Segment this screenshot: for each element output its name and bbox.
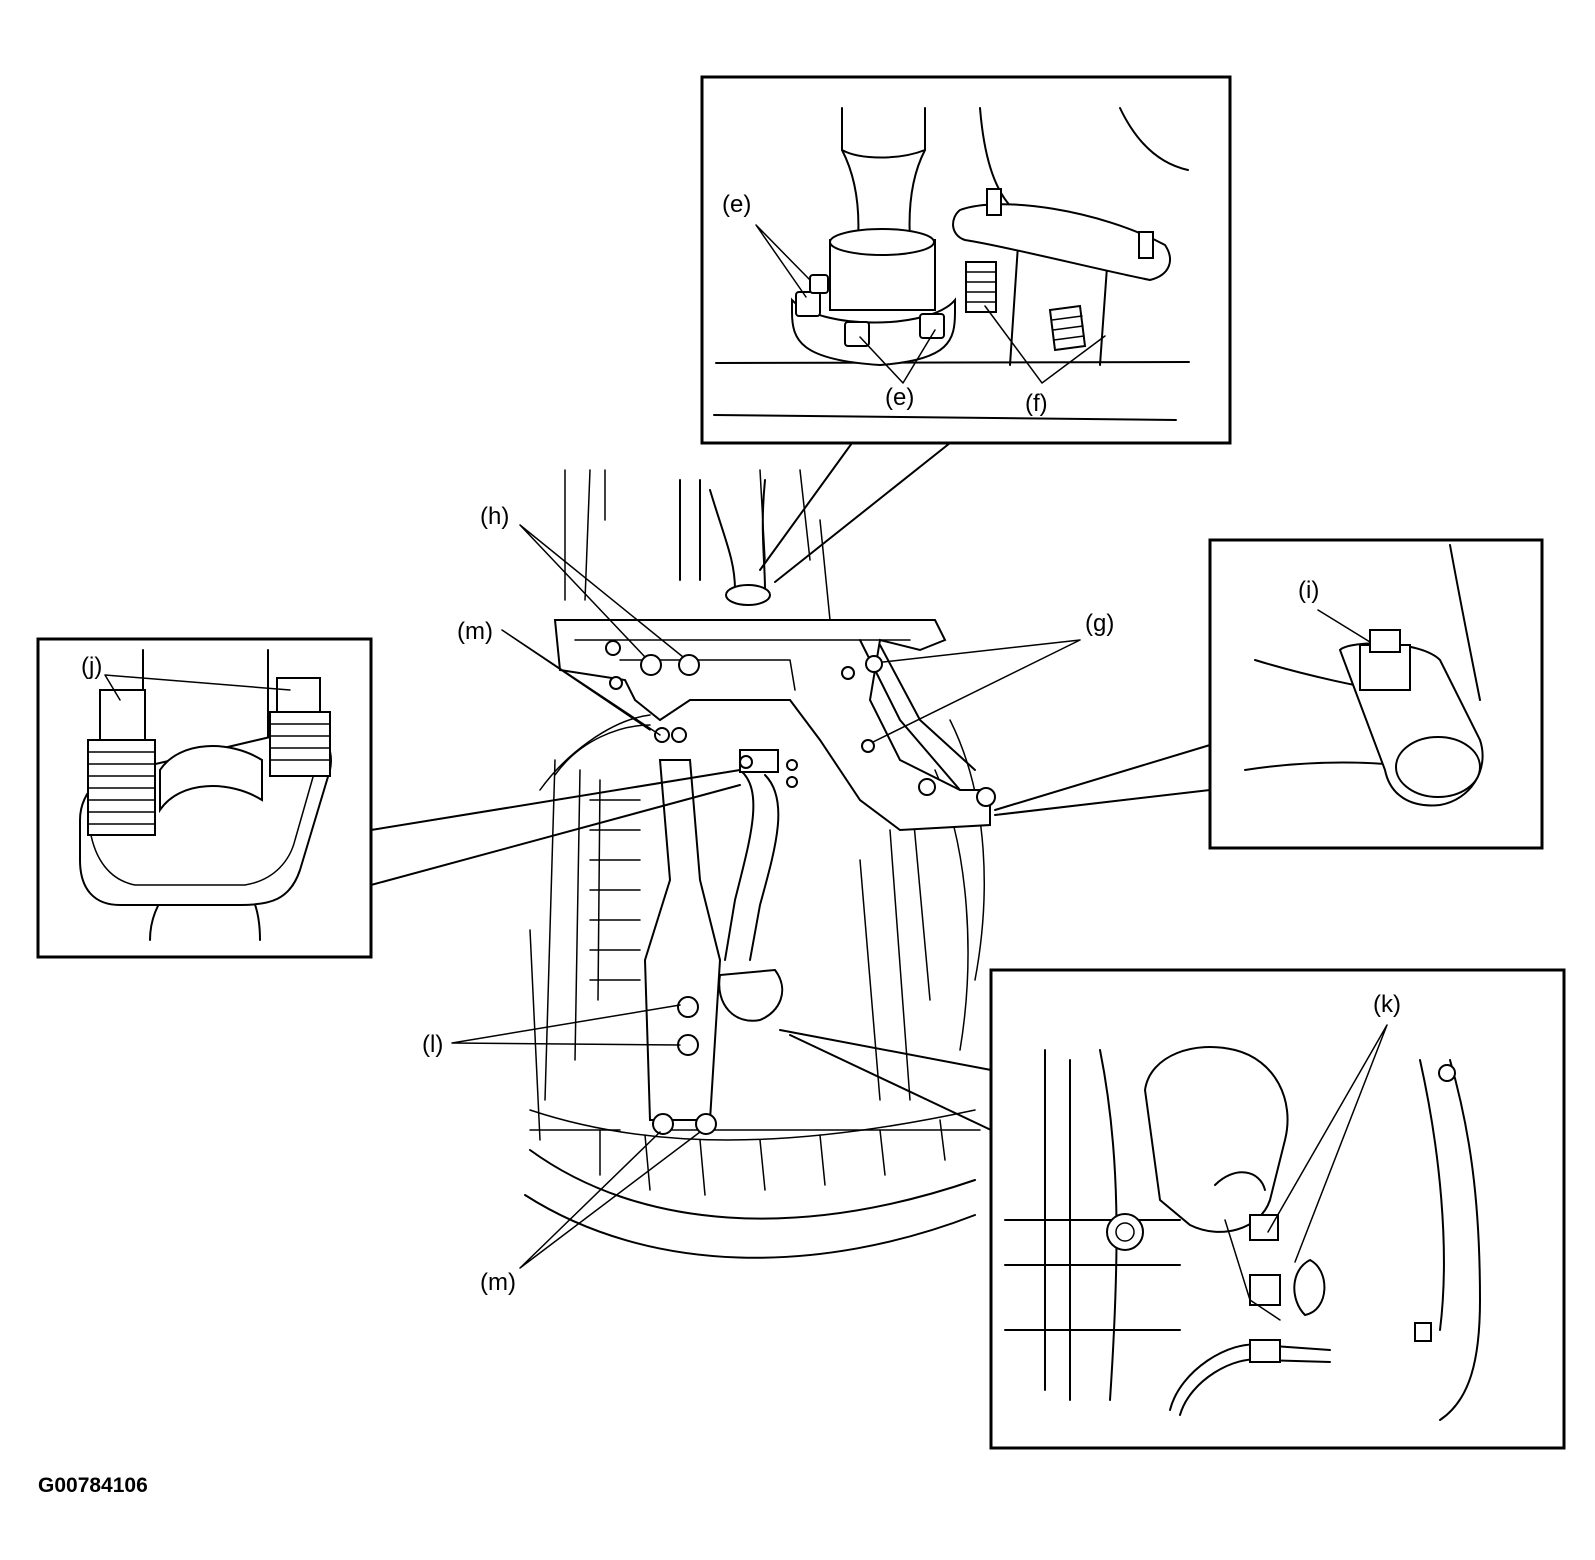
- callout-f: (f): [1025, 390, 1048, 417]
- callout-h: (h): [480, 503, 509, 530]
- callout-j: (j): [81, 653, 102, 680]
- callout-m-lower: (m): [480, 1269, 516, 1296]
- pointer-bottom-right-inset: [779, 1029, 992, 1131]
- main-assembly-illustration: [524, 469, 996, 1259]
- callout-l: (l): [422, 1031, 443, 1058]
- inset-bottom-right-k: [989, 968, 1566, 1450]
- callout-g: (g): [1085, 610, 1114, 637]
- callout-i: (i): [1298, 577, 1319, 604]
- inset-right-i: [1208, 538, 1544, 850]
- callout-e-lower: (e): [885, 384, 914, 411]
- callout-leader-lines: [451, 524, 1081, 1269]
- callout-e-upper: (e): [722, 191, 751, 218]
- callout-k: (k): [1373, 991, 1401, 1018]
- pointer-top-inset: [759, 442, 951, 583]
- pointer-right-inset: [994, 744, 1211, 816]
- inset-left-j: [36, 637, 373, 959]
- pointer-left-inset: [370, 769, 741, 886]
- inset-top-e-f: [700, 75, 1232, 445]
- figure-id: G00784106: [38, 1474, 148, 1497]
- callout-m-upper: (m): [457, 618, 493, 645]
